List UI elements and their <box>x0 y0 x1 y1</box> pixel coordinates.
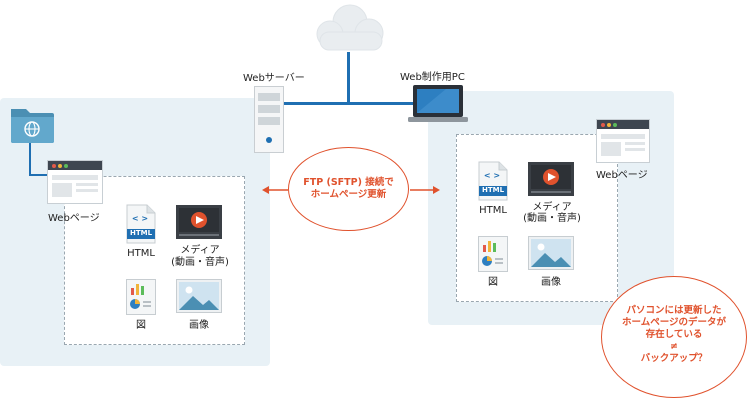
server-pc-link-line <box>282 102 414 105</box>
ftp-double-arrow <box>262 186 440 194</box>
server-icon <box>254 86 284 153</box>
left-figure-label: 図 <box>136 320 146 331</box>
laptop-icon <box>408 85 468 122</box>
web-pc-label: Web制作用PC <box>400 72 465 83</box>
ftp-callout-line-2: ホームページ更新 <box>310 189 387 200</box>
left-html-badge: HTML <box>129 229 153 237</box>
right-figure-label: 図 <box>488 277 498 288</box>
left-webpage-label: Webページ <box>48 213 100 224</box>
chart-file-icon <box>126 279 156 315</box>
landscape-image-icon <box>176 279 222 313</box>
right-media-label-2: (動画・音声) <box>523 213 581 224</box>
html-file-icon <box>126 204 156 244</box>
right-html-brackets: < > <box>483 171 501 180</box>
right-html-badge: HTML <box>481 186 505 194</box>
media-player-icon <box>176 205 222 239</box>
left-html-brackets: < > <box>131 214 149 223</box>
browser-window-icon <box>47 160 103 204</box>
folder-link-line-v <box>29 143 31 175</box>
left-html-label: HTML <box>127 248 155 259</box>
right-html-label: HTML <box>479 205 507 216</box>
left-media-label-1: メディア <box>180 245 220 256</box>
folder-link-line-h <box>29 174 49 176</box>
cloud-uplink-line <box>347 52 350 104</box>
ftp-callout-line-1: FTP (SFTP) 接続で <box>303 177 394 188</box>
cloud-icon <box>316 4 384 51</box>
landscape-image-icon <box>528 236 574 270</box>
question-line-4: ≠ <box>670 341 678 352</box>
left-media-label-2: (動画・音声) <box>171 257 229 268</box>
folder-globe-icon <box>11 109 54 143</box>
left-site-files-area <box>64 176 245 345</box>
ftp-update-callout: FTP (SFTP) 接続で ホームページ更新 <box>288 147 409 231</box>
right-image-label: 画像 <box>541 277 561 288</box>
left-image-label: 画像 <box>189 320 209 331</box>
question-line-3: 存在している <box>645 329 703 340</box>
web-server-label: Webサーバー <box>243 73 305 84</box>
browser-window-icon <box>596 119 650 163</box>
question-line-2: ホームページのデータが <box>621 317 727 328</box>
right-media-label-1: メディア <box>532 202 572 213</box>
media-player-icon <box>528 162 574 196</box>
question-line-5: バックアップ？ <box>640 353 708 364</box>
backup-question-callout: パソコンには更新した ホームページのデータが 存在している ≠ バックアップ？ <box>601 276 747 398</box>
right-webpage-label: Webページ <box>596 170 648 181</box>
chart-file-icon <box>478 236 508 272</box>
question-line-1: パソコンには更新した <box>626 305 722 316</box>
html-file-icon <box>478 161 508 201</box>
